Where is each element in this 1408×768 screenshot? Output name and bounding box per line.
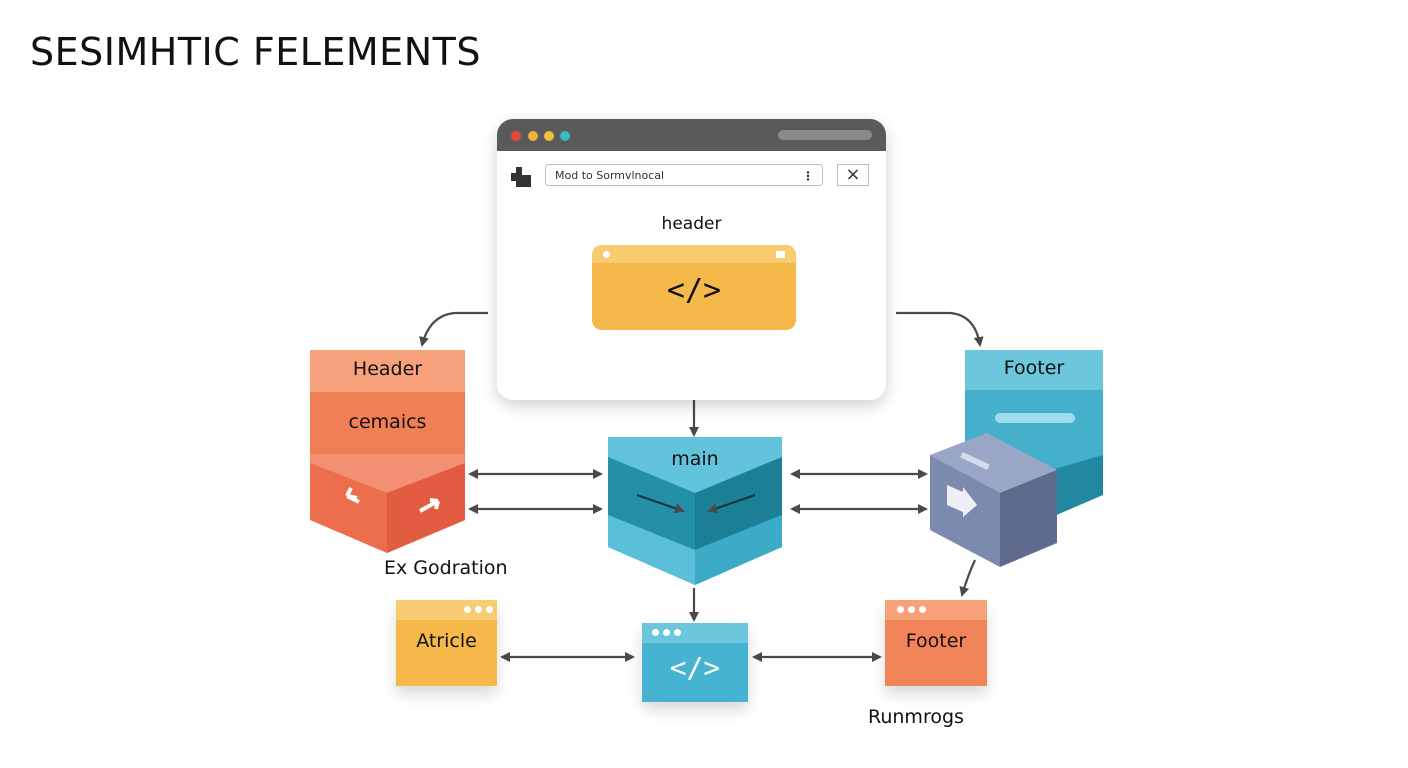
close-button[interactable]: ×	[837, 164, 869, 186]
arrow-cube-to-footer-card	[959, 559, 976, 597]
address-bar[interactable]: Mod to Sormvlnocal ⋮	[545, 164, 823, 186]
minimize-dot-icon[interactable]	[528, 131, 538, 141]
cube-arrow-icon	[947, 485, 977, 517]
left-block-header-label: Header	[352, 358, 423, 380]
app-logo-icon	[511, 167, 531, 187]
card-header-strip	[592, 245, 796, 263]
main-block-label: main	[671, 448, 719, 470]
dash-bar-icon	[995, 413, 1075, 423]
dots-icon	[897, 606, 930, 613]
kebab-icon[interactable]: ⋮	[802, 169, 814, 183]
code-icon: </>	[669, 651, 721, 684]
address-bar-value: Mod to Sormvlnocal	[555, 169, 665, 182]
arrow-right-icon	[419, 498, 440, 513]
left-block-caption: Ex Godration	[384, 557, 508, 579]
circle-icon	[603, 251, 610, 258]
right-semantic-block	[930, 350, 1103, 567]
titlebar-pill	[778, 130, 872, 140]
inward-arrow-icon	[636, 494, 685, 514]
left-block-mid-label: cemaics	[348, 411, 427, 433]
card-header	[396, 600, 497, 620]
footer-card-caption: Runmrogs	[868, 706, 964, 728]
inward-arrow-icon	[707, 494, 756, 514]
footer-card: Footer	[885, 600, 987, 686]
card-header	[885, 600, 987, 620]
article-card: Atricle	[396, 600, 497, 686]
right-block-footer-label: Footer	[1003, 357, 1065, 379]
browser-window: Mod to Sormvlnocal ⋮ × header </>	[497, 119, 886, 400]
diagram-title: SESIMHTIC FELEMENTS	[30, 30, 481, 74]
maximize-dot-icon[interactable]	[544, 131, 554, 141]
square-icon	[776, 251, 785, 258]
left-semantic-block	[310, 350, 465, 553]
dots-icon	[652, 629, 685, 636]
extra-dot-icon[interactable]	[560, 131, 570, 141]
article-card-label: Atricle	[416, 630, 477, 652]
header-section-label: header	[661, 214, 722, 234]
close-dot-icon[interactable]	[511, 131, 521, 141]
arrow-window-to-left-block	[419, 311, 488, 347]
footer-card-label: Footer	[905, 630, 967, 652]
arrow-window-to-right-block	[896, 311, 984, 347]
code-card: </>	[642, 623, 748, 702]
dots-icon	[464, 606, 497, 613]
header-code-card: </>	[592, 245, 796, 330]
card-header	[642, 623, 748, 643]
window-titlebar	[497, 119, 886, 151]
arrow-left-icon	[345, 487, 360, 504]
main-semantic-block	[608, 437, 782, 585]
code-icon: </>	[666, 273, 722, 308]
